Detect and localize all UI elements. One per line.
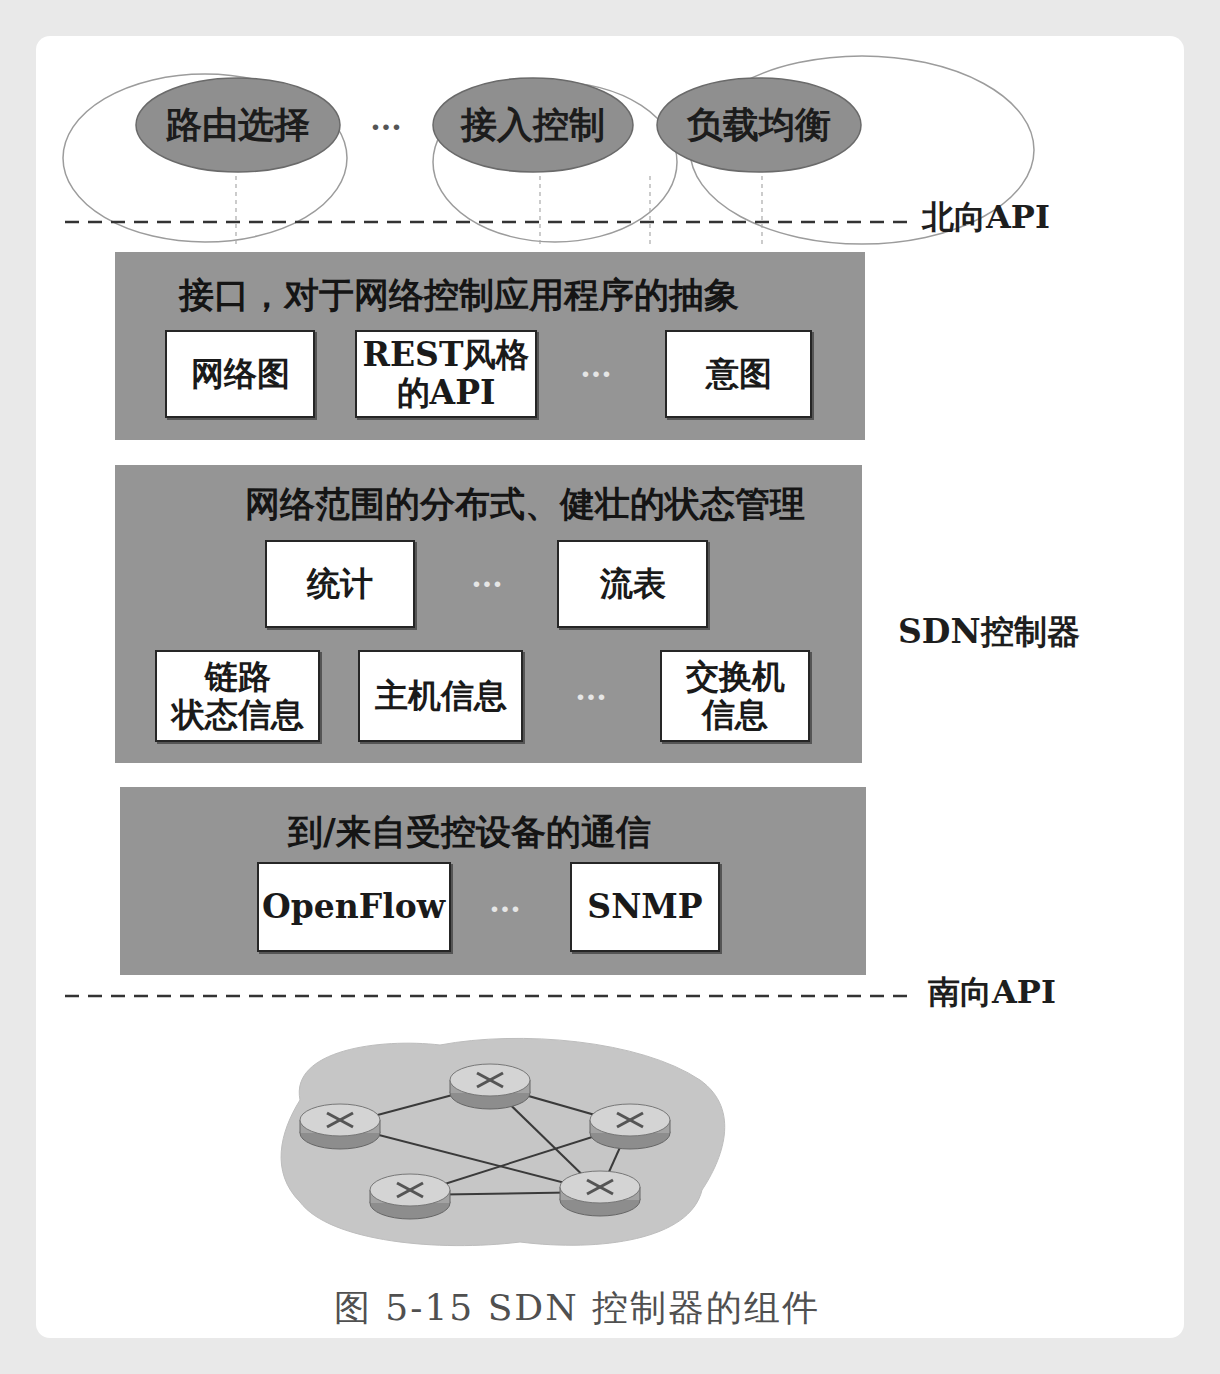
- controller-layer-band: 到/来自受控设备的通信 OpenFlow SNMP: [120, 787, 866, 975]
- component-box: SNMP: [570, 862, 720, 952]
- figure-caption: 图 5-15 SDN 控制器的组件: [334, 1284, 820, 1333]
- app-ellipse: 接入控制: [432, 77, 634, 173]
- component-box: 意图: [665, 330, 812, 418]
- component-box: 链路 状态信息: [155, 650, 320, 742]
- ellipsis: ···: [471, 567, 502, 602]
- component-name: OpenFlow: [262, 888, 445, 926]
- layer-heading: 网络范围的分布式、健壮的状态管理: [245, 481, 805, 528]
- app-name: 路由选择: [166, 101, 310, 150]
- app-name: 负载均衡: [687, 101, 831, 150]
- southbound-line: [65, 995, 915, 998]
- app-outline-ellipses: [63, 56, 1034, 244]
- component-name: 链路 状态信息: [162, 658, 313, 734]
- ellipsis: ···: [575, 680, 606, 715]
- layer-heading: 到/来自受控设备的通信: [288, 809, 651, 856]
- router-icons: [300, 1064, 670, 1219]
- component-box: REST风格 的API: [355, 330, 537, 418]
- component-name: REST风格 的API: [362, 336, 530, 412]
- component-box: 主机信息: [358, 650, 523, 742]
- component-name: 统计: [307, 565, 373, 603]
- component-box: 网络图: [165, 330, 315, 418]
- controller-label: SDN控制器: [898, 610, 1080, 655]
- api-label: 南向API: [928, 971, 1056, 1015]
- page-panel: [36, 36, 1184, 1338]
- component-name: SNMP: [587, 888, 702, 926]
- network-cloud: [281, 1038, 725, 1245]
- app-drop-lines: [236, 176, 762, 244]
- component-box: 交换机 信息: [660, 650, 810, 742]
- component-name: 流表: [600, 565, 666, 603]
- controller-layer-band: 接口，对于网络控制应用程序的抽象网络图 REST风格 的API 意图: [115, 252, 865, 440]
- component-name: 主机信息: [375, 677, 507, 715]
- component-box: 流表: [557, 540, 708, 628]
- controller-layer-band: 网络范围的分布式、健壮的状态管理统计 流表链路 状态信息 主机信息 交换机 信息: [115, 465, 862, 763]
- northbound-line: [65, 221, 910, 224]
- ellipsis: ···: [580, 357, 611, 392]
- component-name: 意图: [706, 355, 772, 393]
- ellipsis: ···: [370, 110, 401, 145]
- layer-heading: 接口，对于网络控制应用程序的抽象: [179, 272, 739, 319]
- app-ellipse: 负载均衡: [656, 77, 862, 173]
- ellipsis: ···: [489, 892, 520, 927]
- app-ellipse: 路由选择: [135, 77, 341, 173]
- app-name: 接入控制: [461, 101, 605, 150]
- component-box: 统计: [265, 540, 415, 628]
- component-box: OpenFlow: [257, 862, 451, 952]
- component-name: 交换机 信息: [667, 658, 803, 734]
- component-name: 网络图: [191, 355, 290, 393]
- api-label: 北向API: [922, 196, 1050, 240]
